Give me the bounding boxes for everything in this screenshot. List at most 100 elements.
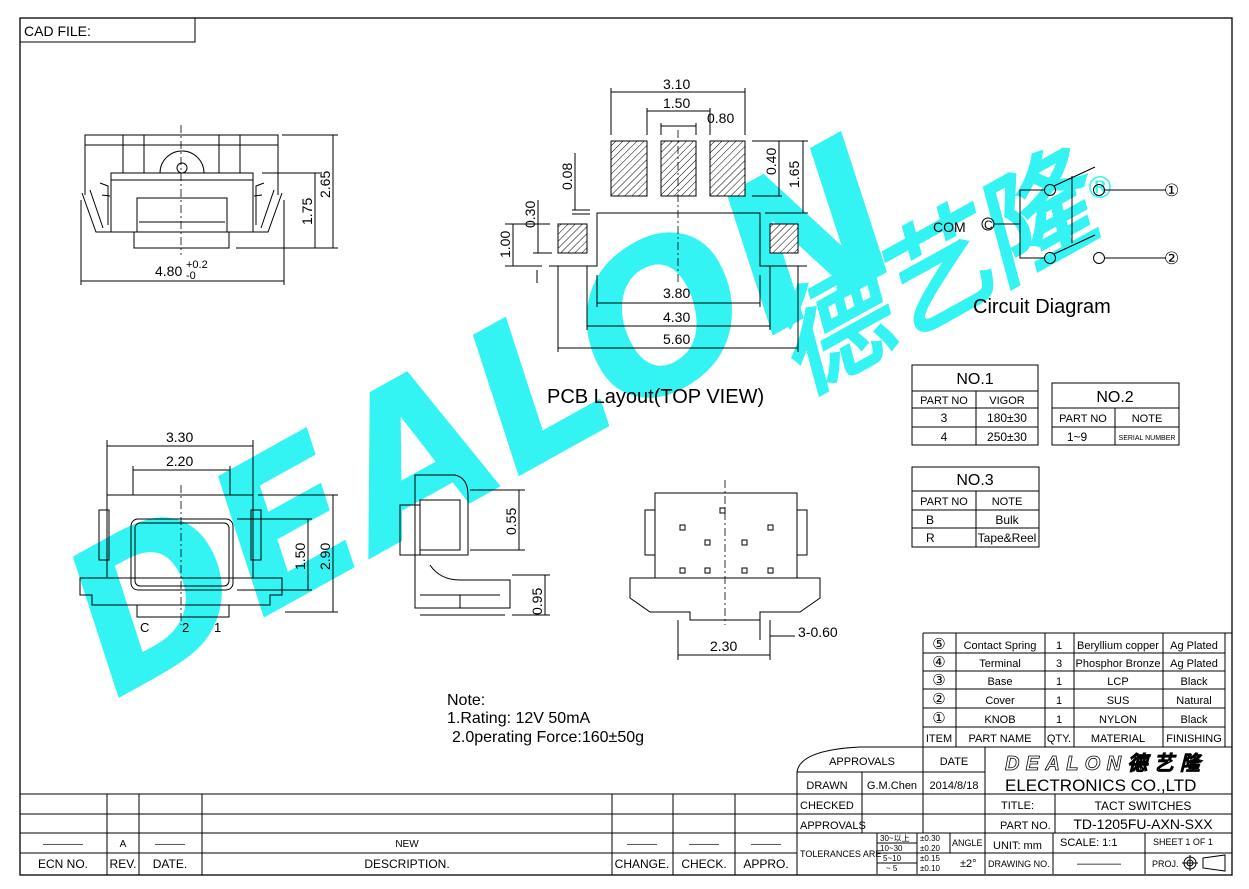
date-label: DATE [940, 756, 969, 768]
table-no3-header: NOTE [992, 496, 1023, 508]
svg-text:DEALON德艺隆: DEALON德艺隆 [1005, 752, 1203, 775]
table-no3-title: NO.3 [956, 472, 993, 489]
table-no1-title: NO.1 [956, 371, 993, 388]
watermark-registered: ® [1085, 171, 1115, 206]
middle-side-view: 0.55 0.95 [399, 474, 550, 616]
dim-tol-minus: -0 [186, 270, 196, 282]
revision-cell: ——— [751, 839, 781, 850]
title-block: APPROVALS DATE DRAWN G.M.Chen 2014/8/18 … [796, 746, 1232, 874]
unit-label: UNIT: mm [993, 840, 1042, 852]
table-no2-title: NO.2 [1096, 389, 1133, 406]
parts-header: MATERIAL [1091, 733, 1145, 745]
pcb-layout: 3.10 1.50 0.80 0.40 1.65 0.08 0.30 1.00 … [497, 76, 808, 408]
com-label: COM [933, 219, 966, 235]
revision-header: DATE. [153, 857, 187, 871]
parts-cell: Terminal [979, 658, 1021, 670]
parts-cell: Ag Plated [1170, 658, 1218, 670]
dim-width: 4.80 [155, 263, 182, 279]
parts-cell: Ag Plated [1170, 640, 1218, 652]
parts-cell: ⑤ [932, 636, 945, 653]
part-no-label: PART NO. [1000, 820, 1051, 832]
cad-file-label: CAD FILE: [24, 23, 91, 39]
table-no1-cell: 180±30 [987, 411, 1027, 425]
parts-cell: NYLON [1099, 714, 1137, 726]
sheet-label: SHEET 1 OF 1 [1153, 837, 1213, 847]
pin-1-label: 1 [214, 620, 221, 635]
projection-symbol-icon [1182, 854, 1226, 872]
tolerance-range: 10~30 [880, 844, 903, 853]
drawn-label: DRAWN [806, 780, 847, 792]
pin-2-label: 2 [182, 620, 189, 635]
table-no3-cell: Bulk [995, 513, 1019, 527]
revision-header: REV. [110, 857, 137, 871]
note-title: Note: [447, 692, 485, 709]
parts-cell: Beryllium copper [1077, 640, 1159, 652]
revision-cell: ——— [689, 839, 719, 850]
table-no2-cell: SERIAL NUMBER [1119, 435, 1176, 442]
table-no3-cell: B [926, 513, 934, 527]
angle-value: ±2° [960, 858, 977, 870]
drawing-title: TACT SWITCHES [1095, 799, 1192, 813]
dim-height-total: 2.65 [317, 171, 333, 198]
approvals-label-2: APPROVALS [800, 820, 866, 832]
company-name: ELECTRONICS CO.,LTD [1005, 776, 1196, 795]
parts-cell: 1 [1056, 676, 1062, 688]
revision-header: ECN NO. [38, 857, 88, 871]
parts-cell: Black [1181, 714, 1208, 726]
parts-cell: 1 [1056, 695, 1062, 707]
parts-header: QTY. [1047, 733, 1071, 745]
dim-3-80: 3.80 [663, 285, 690, 301]
note-line-2: 2.0perating Force:160±50g [452, 729, 644, 746]
tolerance-value: ±0.10 [920, 864, 941, 873]
sheet-frame: CAD FILE: [19, 17, 1233, 876]
parts-cell: 3 [1056, 658, 1062, 670]
circuit-title: Circuit Diagram [973, 296, 1111, 318]
tolerance-range: 5~10 [883, 854, 902, 863]
table-no3-cell: Tape&Reel [978, 531, 1037, 545]
note-line-1: 1.Rating: 12V 50mA [447, 710, 591, 727]
parts-cell: Contact Spring [964, 640, 1037, 652]
revision-cell: A [120, 839, 127, 850]
parts-cell: 1 [1056, 714, 1062, 726]
revision-header: DESCRIPTION. [364, 857, 449, 871]
revision-cell: ——— [627, 839, 657, 850]
title-label: TITLE: [1001, 800, 1034, 812]
dim-0-95: 0.95 [529, 588, 545, 615]
revision-table: ————A———NEW—————————ECN NO.REV.DATE.DESC… [20, 793, 798, 875]
dim-1-65: 1.65 [786, 161, 802, 188]
dim-height-body: 1.75 [299, 198, 315, 225]
table-no2: NO.2 PART NO NOTE 1~9 SERIAL NUMBER [1051, 382, 1180, 446]
revision-header: CHANGE. [615, 857, 670, 871]
revision-cell: ———— [43, 839, 83, 850]
dim-tol-plus: +0.2 [186, 259, 208, 271]
dim-2-20: 2.20 [166, 453, 193, 469]
projection-label: PROJ. [1152, 859, 1179, 869]
table-no1-cell: 250±30 [987, 430, 1027, 444]
parts-header: ITEM [926, 733, 952, 745]
dim-2-30: 2.30 [710, 638, 737, 654]
parts-header: FINISHING [1166, 733, 1222, 745]
dim-pins: 3-0.60 [798, 624, 838, 640]
parts-cell: KNOB [984, 714, 1015, 726]
company-logo: DEALON德艺隆 [1005, 752, 1204, 776]
table-no1-header: VIGOR [989, 395, 1025, 407]
table-no2-header: NOTE [1132, 413, 1163, 425]
bottom-view: 2.30 3-0.60 [629, 480, 838, 660]
terminal-2: ② [1164, 249, 1179, 268]
revision-header: CHECK. [681, 857, 726, 871]
dim-0-30: 0.30 [522, 201, 538, 228]
tolerance-value: ±0.30 [920, 834, 941, 843]
parts-cell: Natural [1176, 695, 1211, 707]
table-no3-header: PART NO [920, 496, 968, 508]
circuit-diagram: COM C ① ② Circuit Diagram [933, 166, 1179, 318]
parts-cell: Black [1181, 676, 1208, 688]
dim-1-50: 1.50 [663, 95, 690, 111]
drawing-no-label: DRAWING NO. [988, 859, 1050, 869]
table-no3-cell: R [926, 531, 935, 545]
scale-label: SCALE: 1:1 [1060, 837, 1117, 849]
dim-0-08: 0.08 [559, 163, 575, 190]
tolerance-value: ±0.15 [920, 854, 941, 863]
parts-cell: Cover [985, 695, 1015, 707]
watermark-brand: DEALON [25, 95, 938, 742]
parts-list: ⑤ Contact Spring 1 Beryllium copper Ag Plate… [922, 632, 1232, 747]
